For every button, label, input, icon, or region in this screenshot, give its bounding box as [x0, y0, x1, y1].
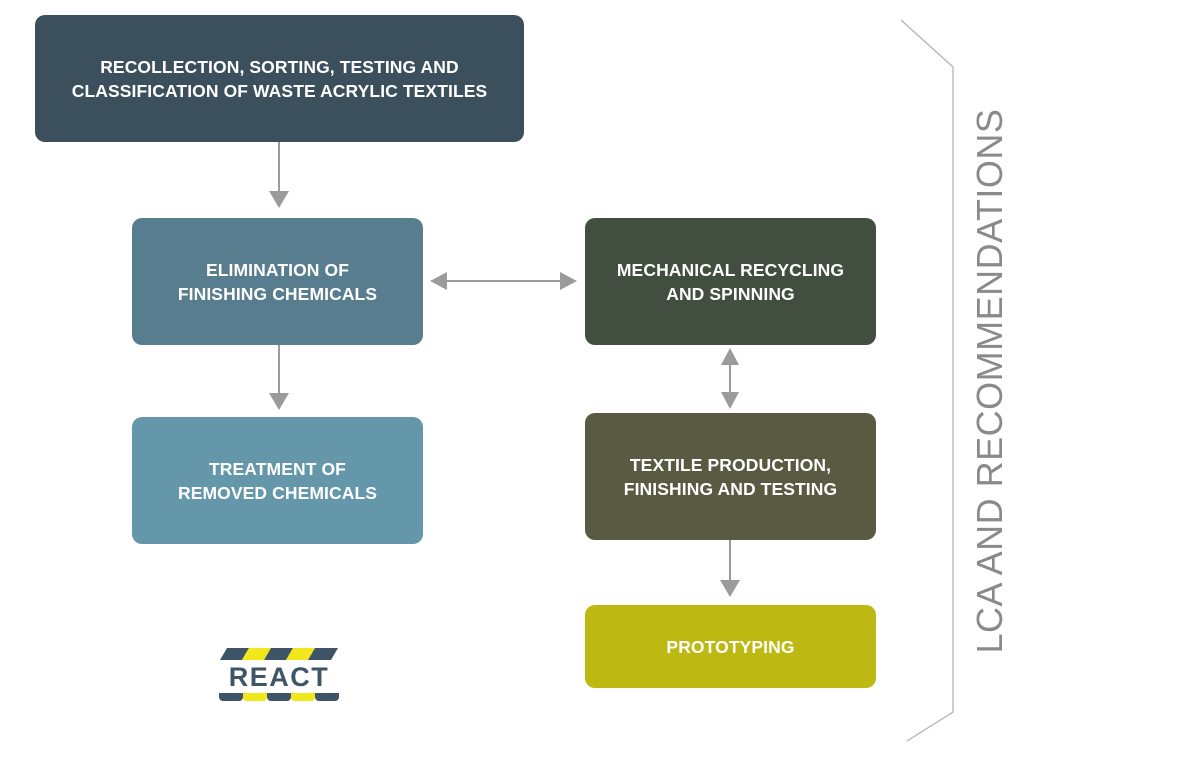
logo-scallops [219, 693, 339, 701]
arrow-textile-to-prototyping [720, 540, 740, 597]
recollection-step-box: RECOLLECTION, SORTING, TESTING AND CLASS… [35, 15, 524, 142]
arrow-recollection-to-elimination [269, 142, 289, 208]
prototyping-step-label: PROTOTYPING [666, 636, 795, 657]
double-arrow-mechanical-textile [721, 348, 739, 409]
textile-production-step-line-2: FINISHING AND TESTING [623, 478, 838, 499]
mechanical-recycling-step-line-1: MECHANICAL RECYCLING [616, 259, 845, 280]
double-arrow-elimination-mechanical [430, 272, 577, 290]
treatment-step-line-1: TREATMENT OF [209, 458, 346, 479]
treatment-step-line-2: REMOVED CHEMICALS [177, 482, 378, 503]
recollection-step-line-1: RECOLLECTION, SORTING, TESTING AND [100, 56, 459, 77]
textile-production-step-line-1: TEXTILE PRODUCTION, [629, 454, 832, 475]
recollection-step-line-2: CLASSIFICATION OF WASTE ACRYLIC TEXTILES [71, 80, 488, 101]
react-logo: REACT [219, 648, 339, 701]
prototyping-step-box: PROTOTYPING [585, 605, 876, 688]
treatment-step-box: TREATMENT OF REMOVED CHEMICALS [132, 417, 423, 544]
textile-production-step-box: TEXTILE PRODUCTION, FINISHING AND TESTIN… [585, 413, 876, 540]
mechanical-recycling-step-line-2: AND SPINNING [666, 283, 795, 304]
lca-recommendations-label: LCA AND RECOMMENDATIONS [969, 108, 1010, 654]
elimination-step-line-1: ELIMINATION OF [205, 259, 349, 280]
arrow-elimination-to-treatment [269, 345, 289, 410]
elimination-step-line-2: FINISHING CHEMICALS [177, 283, 378, 304]
logo-wordmark: REACT [229, 662, 330, 692]
mechanical-recycling-step-box: MECHANICAL RECYCLING AND SPINNING [585, 218, 876, 345]
lca-bracket [900, 19, 954, 742]
elimination-step-box: ELIMINATION OF FINISHING CHEMICALS [132, 218, 423, 345]
logo-awning-stripes [220, 648, 338, 660]
